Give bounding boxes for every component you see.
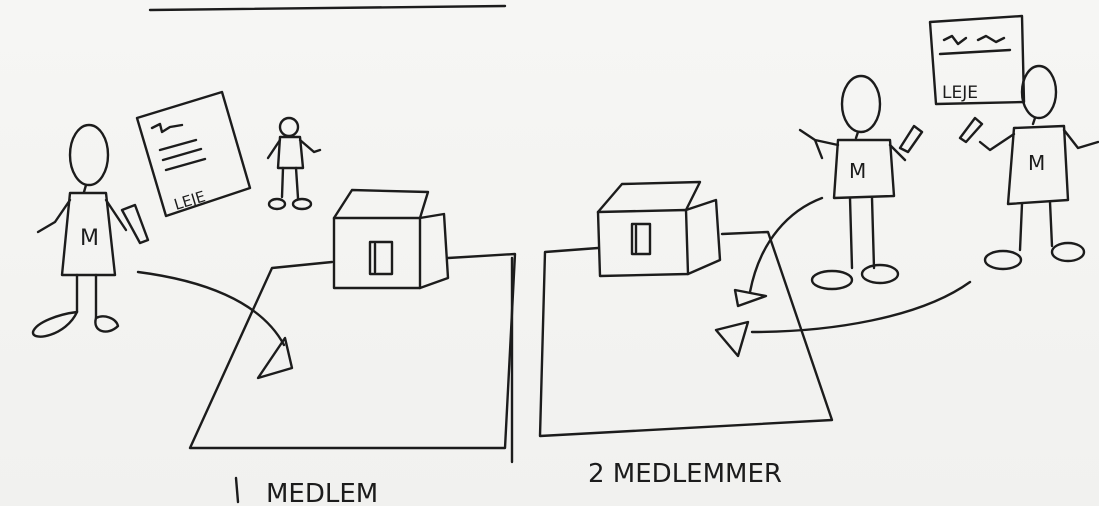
right-member-b-right-foot (1052, 243, 1084, 261)
right-house-door (632, 224, 650, 254)
left-assign-arrow (138, 272, 284, 345)
right-member-a-head (842, 76, 880, 132)
right-member-figure-b: M (980, 66, 1098, 269)
right-member-a-badge: M (849, 159, 866, 183)
left-member-badge: M (80, 226, 99, 251)
small-figure-body (278, 137, 303, 168)
right-document-label: LEJE (942, 83, 978, 103)
left-house-side (420, 214, 448, 288)
right-caption: 2 MEDLEMMER (588, 459, 782, 489)
right-member-b-badge: M (1028, 151, 1045, 175)
left-document-label: LEJE (172, 187, 208, 213)
left-house-front (334, 218, 420, 288)
left-pen-icon (122, 205, 148, 243)
left-member-left-foot (33, 312, 77, 337)
left-house-door (370, 242, 392, 274)
left-house (334, 190, 448, 288)
right-house-front (598, 210, 688, 276)
right-member-a-left-foot (812, 271, 852, 289)
left-plot-outline (190, 254, 515, 448)
small-figure-head (280, 118, 298, 136)
right-member-b-neck (1033, 118, 1035, 124)
right-member-a-right-foot (862, 265, 898, 283)
left-document-signature (152, 124, 182, 132)
small-figure-right-foot (293, 199, 311, 209)
right-pen-b-icon (960, 118, 982, 142)
left-member-figure: M (33, 125, 126, 337)
right-member-b-head (1022, 66, 1056, 118)
small-figure (268, 118, 320, 209)
left-house-roof (334, 190, 428, 218)
right-member-b-left-arm (980, 134, 1014, 150)
right-assign-arrow-b (752, 282, 970, 332)
small-figure-legs (282, 168, 298, 198)
right-member-b-right-arm (1064, 130, 1098, 148)
right-member-a-legs (850, 198, 874, 268)
right-member-a-neck (856, 132, 858, 138)
left-member-left-arm (38, 200, 70, 232)
right-arrowhead-b (716, 322, 748, 356)
left-member-head (70, 125, 108, 185)
small-figure-left-foot (269, 199, 285, 209)
right-house-side (686, 200, 720, 274)
right-house-roof (598, 182, 700, 212)
left-member-legs (77, 275, 96, 318)
right-member-b-legs (1020, 202, 1052, 250)
left-caption: MEDLEM (266, 479, 378, 506)
right-pen-a-icon (900, 126, 922, 152)
right-house (598, 182, 720, 276)
right-document-line (940, 50, 1010, 54)
right-lease-document: LEJE (930, 16, 1024, 104)
right-arrowhead-a (735, 290, 766, 306)
right-member-a-left-arm (800, 130, 838, 158)
right-plot-outline (540, 232, 832, 436)
small-figure-arms (268, 140, 320, 158)
left-member-right-foot (95, 316, 118, 331)
top-edge-line (150, 6, 505, 10)
left-document-text-lines (160, 140, 205, 170)
left-lease-document: LEJE (137, 92, 250, 216)
right-member-figure-a: M (800, 76, 905, 289)
left-member-neck (84, 185, 86, 192)
right-member-b-left-foot (985, 251, 1021, 269)
left-caption-one-stroke (236, 478, 238, 502)
left-arrowhead (258, 338, 292, 378)
right-document-signatures (944, 36, 1004, 44)
